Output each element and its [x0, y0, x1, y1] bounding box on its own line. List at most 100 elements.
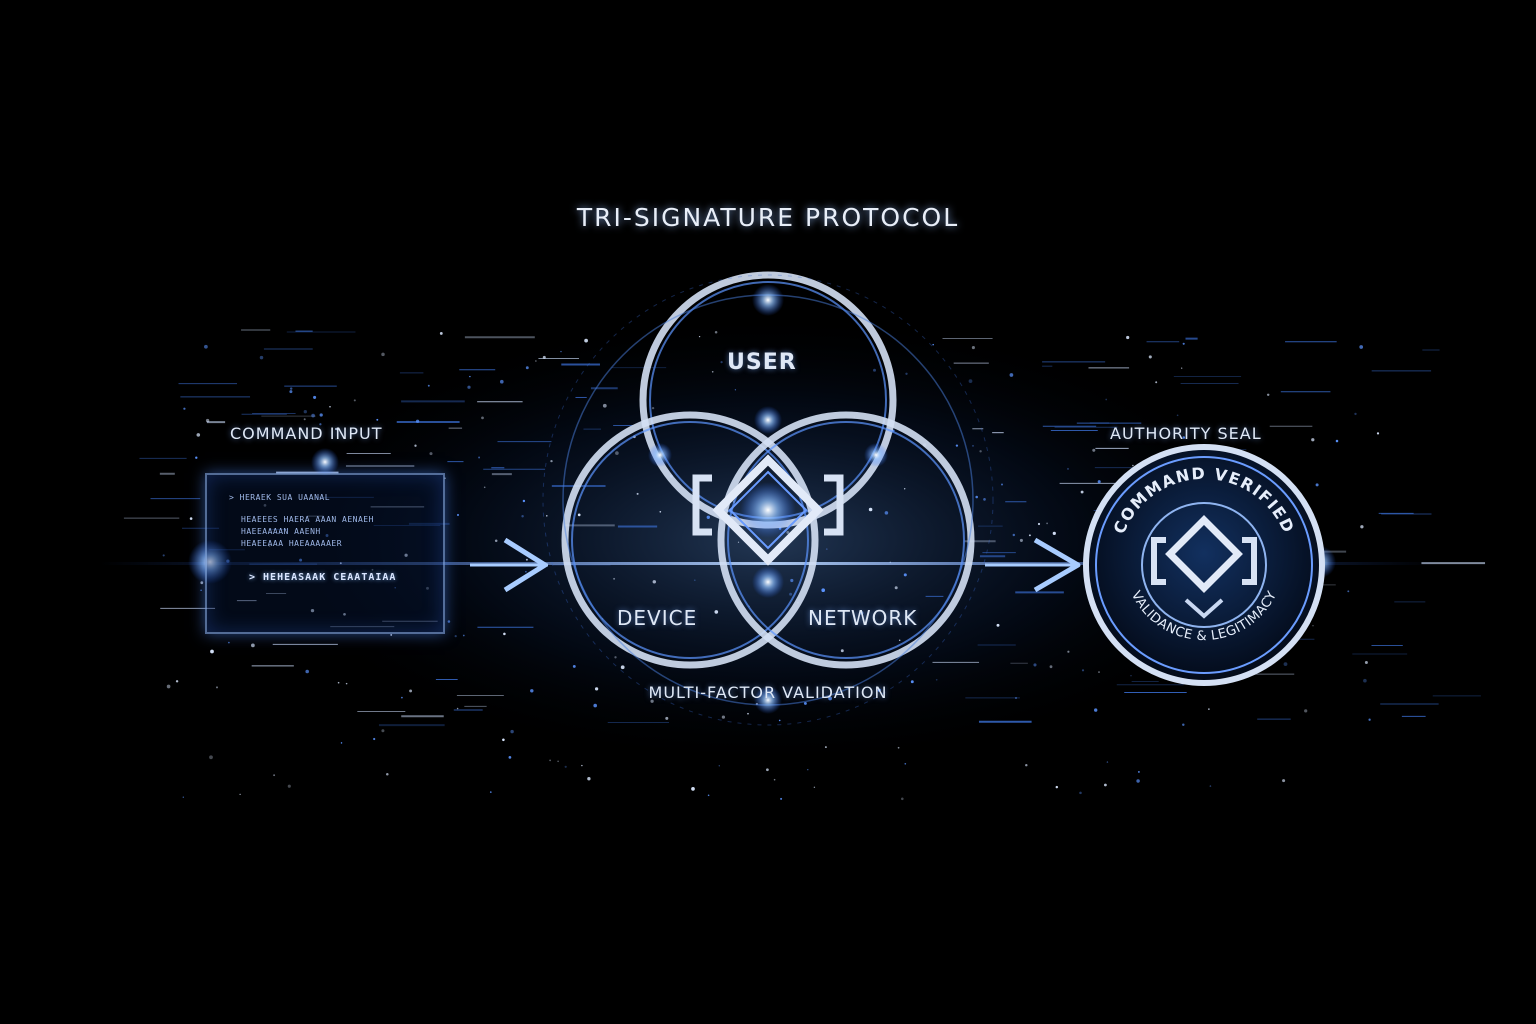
particle [494, 539, 498, 543]
particle [773, 778, 776, 781]
particle [560, 350, 562, 353]
particle [467, 385, 471, 389]
particle [1037, 522, 1041, 526]
particle [1025, 763, 1028, 767]
particle [303, 410, 307, 414]
particle [971, 346, 975, 350]
particle [1066, 467, 1070, 470]
particle [502, 738, 505, 742]
particle [1049, 665, 1053, 669]
particle [373, 737, 376, 741]
particle [577, 513, 581, 517]
particle [828, 696, 832, 701]
particle [415, 419, 420, 423]
particle [1209, 785, 1212, 787]
particle [319, 423, 322, 426]
particle [651, 406, 655, 410]
particle [904, 762, 907, 765]
particle [904, 488, 906, 490]
particle [564, 765, 567, 768]
particle [525, 366, 529, 370]
particle [303, 418, 306, 421]
diamond-bracket-icon [692, 454, 844, 566]
particle [693, 579, 696, 582]
particle [1046, 522, 1048, 525]
particle [469, 375, 471, 378]
particle [1363, 678, 1367, 683]
particle [1304, 709, 1308, 713]
particle [1130, 675, 1132, 677]
particle [503, 632, 506, 636]
particle [1368, 718, 1371, 721]
particle [1052, 531, 1056, 536]
terminal-line: > HERAEK SUA UAANAL [229, 493, 331, 502]
particle [478, 456, 481, 459]
device-label: DEVICE [617, 606, 698, 630]
particle [698, 335, 701, 338]
particle [546, 515, 548, 517]
particle [1347, 590, 1350, 593]
particle [522, 499, 526, 503]
particle [447, 620, 451, 623]
particle [204, 344, 208, 349]
particle [1000, 483, 1004, 486]
particle [932, 343, 934, 346]
particle [510, 729, 514, 734]
particle [337, 681, 340, 684]
particle [979, 450, 982, 453]
particle [481, 416, 484, 420]
particle [714, 610, 719, 614]
particle [898, 639, 901, 642]
page-title: TRI-SIGNATURE PROTOCOL [576, 203, 960, 232]
command-terminal: > HERAEK SUA UAANAL HEAEEES HAERA AAAN A… [205, 473, 445, 634]
particle [884, 511, 889, 515]
particle [968, 379, 973, 383]
particle [572, 664, 576, 668]
particle [1081, 669, 1085, 672]
particle [311, 413, 315, 418]
particle [1067, 650, 1070, 653]
particle [329, 406, 331, 408]
particle [166, 684, 171, 689]
particle [778, 719, 781, 722]
particle [456, 513, 460, 517]
particle [1106, 761, 1109, 763]
device-ring [561, 411, 819, 669]
particle [183, 407, 186, 410]
particle [1208, 708, 1210, 710]
particle [723, 696, 727, 699]
particle [525, 558, 528, 561]
particle [955, 444, 959, 447]
particle [1148, 355, 1152, 359]
particle [1009, 373, 1014, 377]
particle [454, 635, 457, 638]
particle [650, 699, 654, 703]
particle [636, 492, 639, 495]
particle [584, 338, 588, 343]
particle [1354, 412, 1357, 416]
particle [542, 355, 546, 359]
user-label: USER [727, 350, 797, 375]
particle [691, 787, 695, 791]
particle [983, 498, 986, 501]
particle [1015, 697, 1017, 699]
background-glow [248, 310, 1288, 770]
particle [825, 548, 828, 550]
particle [1097, 480, 1101, 484]
terminal-line: HAEEAAAAN AAENH [241, 527, 321, 536]
particle [1012, 533, 1016, 537]
particle [594, 687, 599, 691]
particle [483, 486, 486, 489]
particle [200, 589, 202, 592]
particle [427, 384, 430, 387]
particle [305, 669, 309, 674]
particle [803, 701, 807, 705]
particle [615, 451, 619, 455]
particle [381, 352, 385, 357]
particle [521, 514, 524, 518]
particle [737, 541, 740, 543]
particle [652, 580, 657, 584]
particle [972, 445, 974, 447]
particle [1137, 770, 1140, 773]
